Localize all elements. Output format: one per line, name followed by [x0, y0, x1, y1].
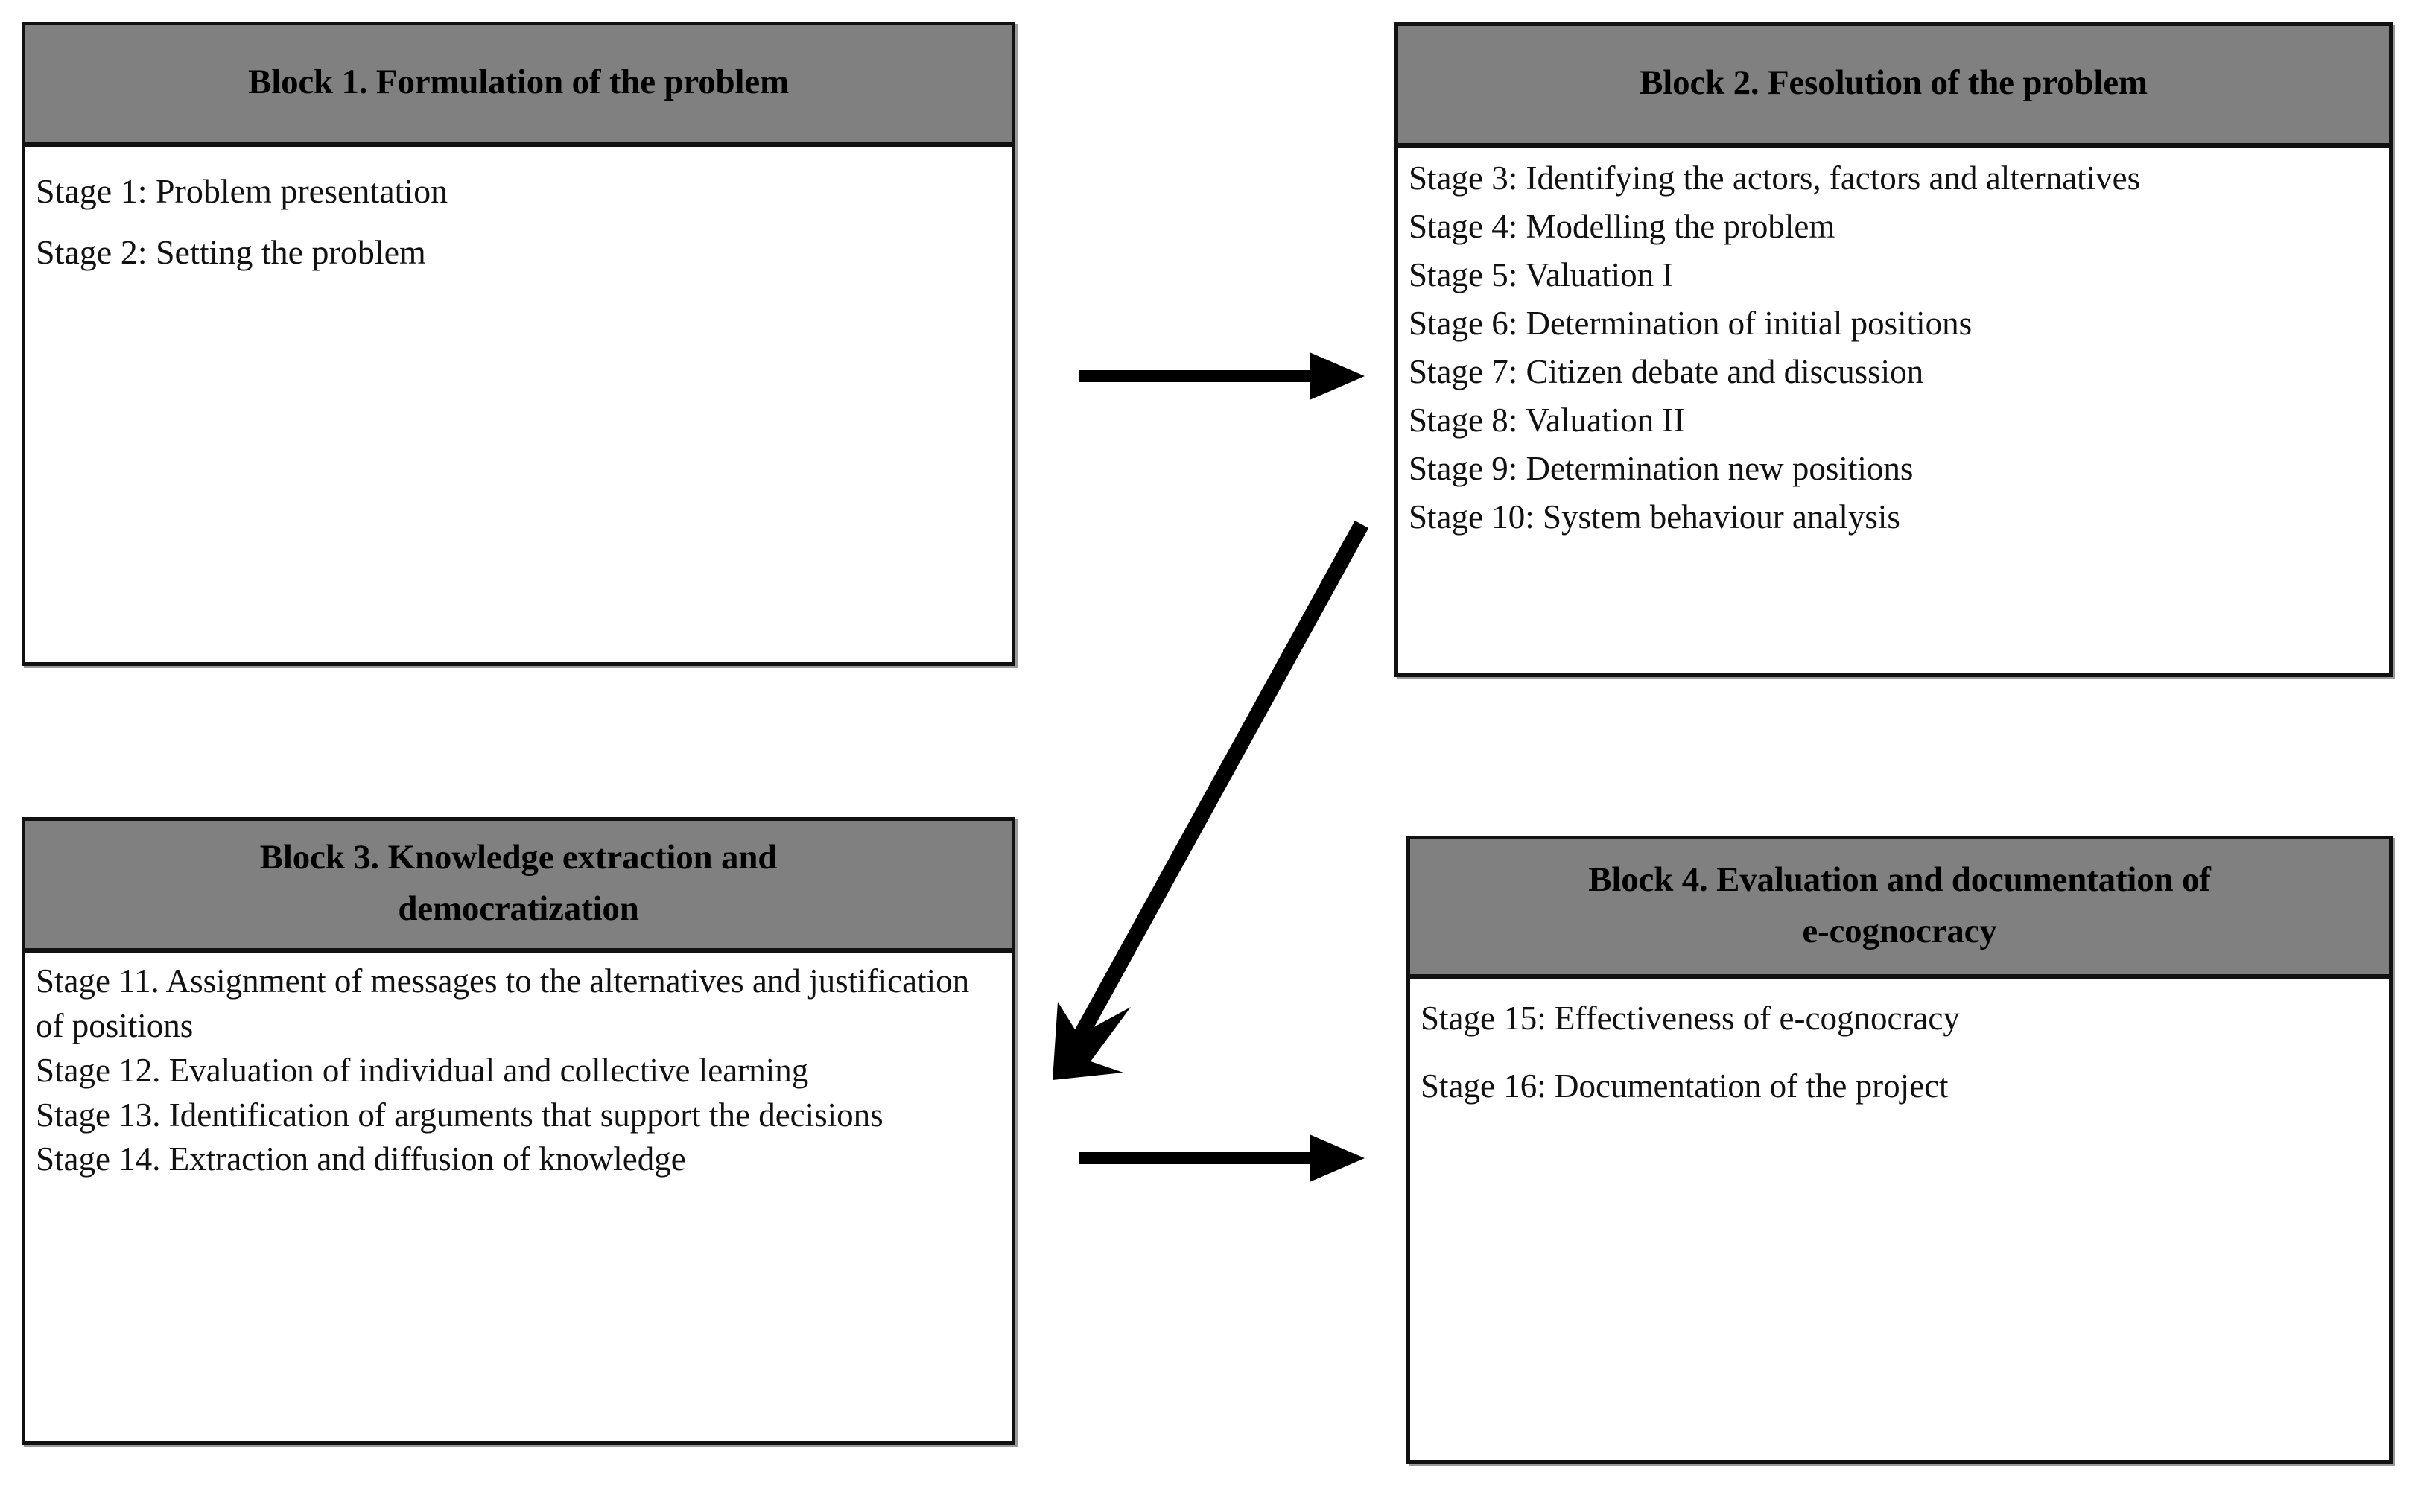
block-2-stage-9: Stage 9: Determination new positions: [1409, 450, 1914, 487]
block-2-stage-5: Stage 5: Valuation I: [1409, 256, 1674, 293]
block-3-stage-14: Stage 14. Extraction and diffusion of kn…: [36, 1140, 686, 1178]
block-2: Block 2. Fesolution of the problem Stage…: [1394, 22, 2393, 677]
block-1: Block 1. Formulation of the problem Stag…: [22, 22, 1015, 666]
block-2-stage-7: Stage 7: Citizen debate and discussion: [1409, 353, 1924, 390]
block-4-title-line-2: e-cognocracy: [1802, 911, 1997, 950]
block-3-stage-11: Stage 11. Assignment of messages to the …: [36, 962, 970, 1044]
block-4-stage-16: Stage 16: Documentation of the project: [1421, 1067, 1949, 1105]
block-4-stage-15: Stage 15: Effectiveness of e-cognocracy: [1421, 1000, 1960, 1037]
block-3-body: Stage 11. Assignment of messages to the …: [25, 953, 1012, 1189]
block-2-header: Block 2. Fesolution of the problem: [1398, 26, 2389, 148]
block-4-header: Block 4. Evaluation and documentation of…: [1410, 839, 2389, 979]
block-3-stage-13: Stage 13. Identification of arguments th…: [36, 1096, 883, 1134]
block-4-title-line-1: Block 4. Evaluation and documentation of: [1588, 860, 2211, 900]
arrow-right-icon: [1079, 1134, 1365, 1182]
block-1-title-line-1: Block 1. Formulation of the problem: [248, 63, 789, 102]
block-3-title-line-1: Block 3. Knowledge extraction and: [259, 838, 778, 877]
arrow-block3-to-block4: [1073, 1114, 1371, 1203]
block-3-stage-12: Stage 12. Evaluation of individual and c…: [36, 1051, 809, 1089]
block-3: Block 3. Knowledge extraction and democr…: [22, 817, 1015, 1445]
block-4: Block 4. Evaluation and documentation of…: [1406, 836, 2393, 1464]
block-2-title-line-1: Block 2. Fesolution of the problem: [1640, 63, 2148, 103]
block-4-body: Stage 15: Effectiveness of e-cognocracy …: [1410, 979, 2389, 1145]
block-2-stage-8: Stage 8: Valuation II: [1409, 401, 1685, 439]
block-3-header: Block 3. Knowledge extraction and democr…: [25, 821, 1012, 953]
block-2-body: Stage 3: Identifying the actors, factors…: [1398, 148, 2389, 556]
block-1-body: Stage 1: Problem presentation Stage 2: S…: [25, 147, 1012, 304]
block-3-title-line-2: democratization: [398, 889, 639, 928]
block-1-stage-2: Stage 2: Setting the problem: [36, 233, 426, 271]
arrow-block2-to-block3: [1028, 514, 1386, 1095]
block-2-stage-6: Stage 6: Determination of initial positi…: [1409, 305, 1973, 342]
arrow-block1-to-block2: [1073, 331, 1371, 421]
arrow-right-icon: [1079, 352, 1365, 400]
block-2-stage-10: Stage 10: System behaviour analysis: [1409, 498, 1900, 536]
block-1-stage-1: Stage 1: Problem presentation: [36, 172, 448, 210]
arrow-down-left-icon: [1053, 520, 1369, 1080]
block-2-stage-4: Stage 4: Modelling the problem: [1409, 208, 1835, 245]
block-2-stage-3: Stage 3: Identifying the actors, factors…: [1409, 159, 2141, 197]
block-1-header: Block 1. Formulation of the problem: [25, 25, 1012, 147]
